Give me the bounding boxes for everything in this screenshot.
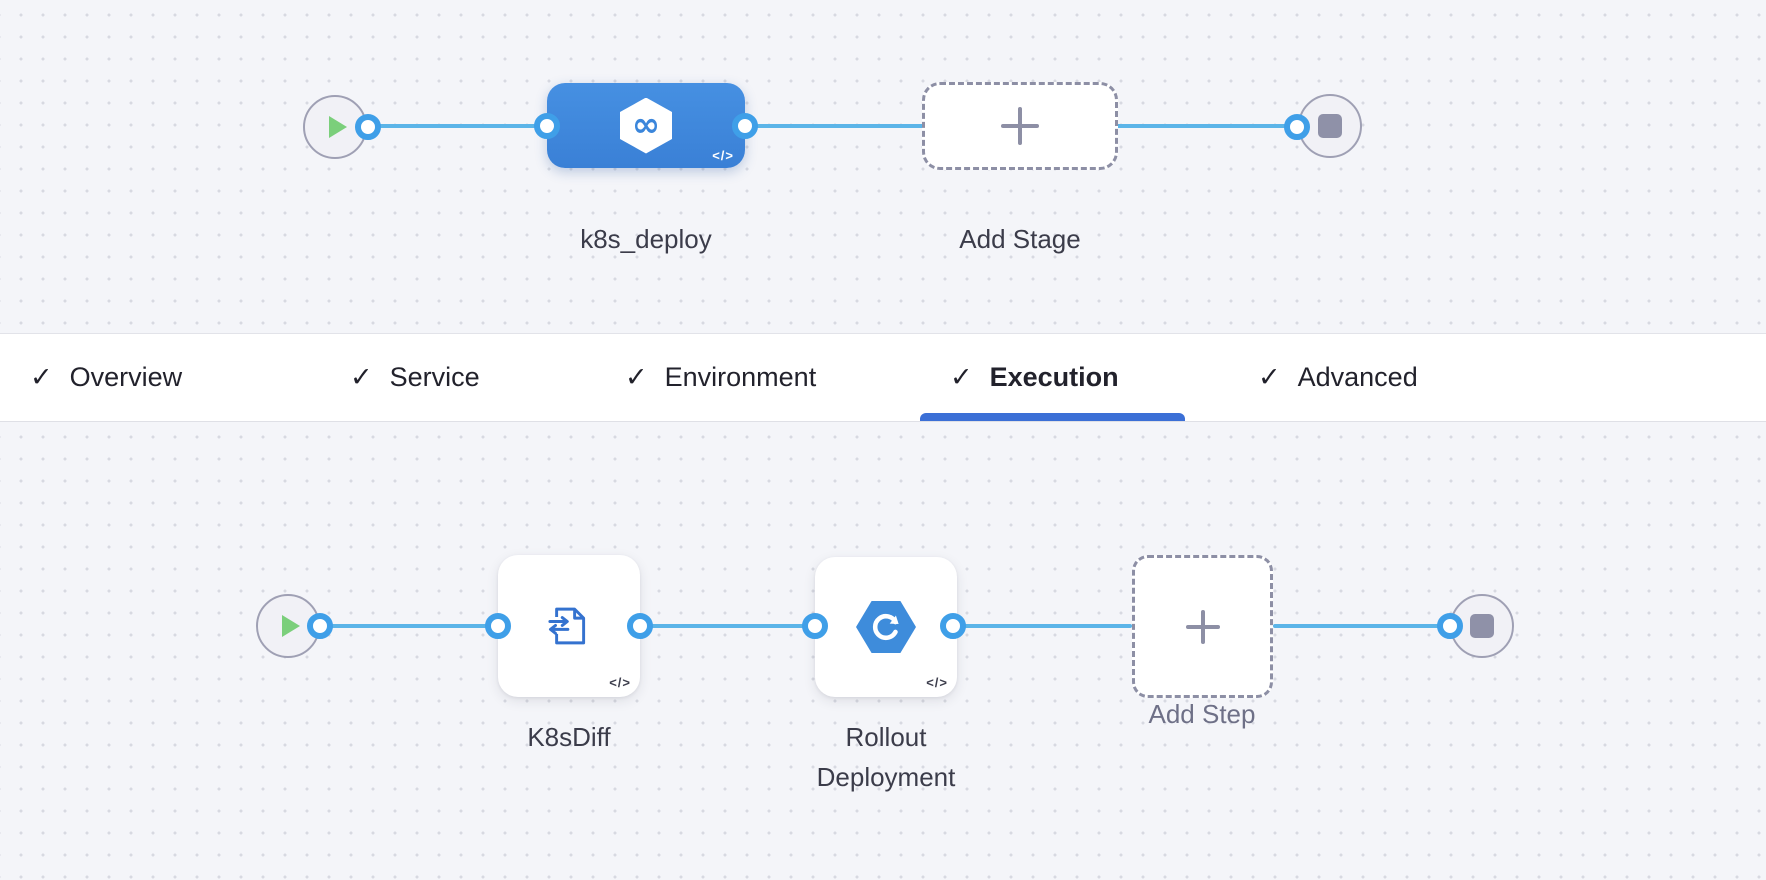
tab-label: Advanced xyxy=(1297,362,1418,392)
tab-environment[interactable]: ✓ Environment xyxy=(625,334,816,421)
stage-name-label: k8s_deploy xyxy=(580,224,712,254)
tab-overview[interactable]: ✓ Overview xyxy=(30,334,182,421)
add-stage-button[interactable] xyxy=(922,82,1118,170)
port-start-out[interactable] xyxy=(355,114,381,140)
port-step1-out[interactable] xyxy=(627,613,653,639)
add-stage-label: Add Stage xyxy=(959,224,1081,254)
infinity-hexagon-icon: ∞ xyxy=(620,97,672,154)
step1-name-label: K8sDiff xyxy=(527,722,611,752)
tab-label: Overview xyxy=(69,362,183,392)
tab-advanced[interactable]: ✓ Advanced xyxy=(1258,334,1418,421)
stage-graph-canvas: ∞ </> k8s_deploy Add Stage xyxy=(0,0,1766,333)
port-stage-out[interactable] xyxy=(732,113,758,139)
tab-label: Environment xyxy=(664,362,817,392)
plus-icon xyxy=(1001,107,1039,145)
play-icon xyxy=(328,116,347,138)
tab-service[interactable]: ✓ Service xyxy=(350,334,480,421)
pipeline-end-node xyxy=(1298,94,1362,158)
port-exec-end-in[interactable] xyxy=(1437,613,1463,639)
document-diff-icon xyxy=(548,607,586,645)
execution-graph-canvas: </> </> K8sDiff Rollout Deployment Add S… xyxy=(0,422,1766,880)
port-step2-in[interactable] xyxy=(802,613,828,639)
infinity-glyph: ∞ xyxy=(631,104,661,145)
step-node-k8sdiff[interactable]: </> xyxy=(498,555,640,697)
step2-name-label: Rollout Deployment xyxy=(816,722,956,792)
step-code-toggle[interactable]: </> xyxy=(609,675,631,690)
step-code-toggle[interactable]: </> xyxy=(926,675,948,690)
link-addstep-to-end xyxy=(1273,624,1450,628)
tab-label: Execution xyxy=(989,362,1119,392)
port-exec-start-out[interactable] xyxy=(307,613,333,639)
plus-icon xyxy=(1186,610,1220,644)
port-step1-in[interactable] xyxy=(485,613,511,639)
tab-label: Service xyxy=(389,362,480,392)
stop-icon xyxy=(1318,114,1342,138)
active-tab-underline xyxy=(920,413,1185,421)
stage-config-tabbar: ✓ Overview ✓ Service ✓ Environment ✓ Exe… xyxy=(0,333,1766,422)
check-icon: ✓ xyxy=(1258,362,1281,393)
port-end-in[interactable] xyxy=(1284,114,1310,140)
check-icon: ✓ xyxy=(625,362,648,393)
check-icon: ✓ xyxy=(30,362,53,393)
play-icon xyxy=(281,615,300,637)
link-start-to-stage xyxy=(368,124,547,128)
pipeline-start-node xyxy=(303,95,367,159)
check-icon: ✓ xyxy=(350,362,373,393)
stage-node-k8s-deploy[interactable]: ∞ </> xyxy=(547,83,745,168)
port-stage-in[interactable] xyxy=(534,113,560,139)
stop-icon xyxy=(1470,614,1494,638)
rollout-circular-arrow-icon xyxy=(856,601,916,653)
port-step2-out[interactable] xyxy=(940,613,966,639)
link-step2-to-addstep xyxy=(953,624,1132,628)
add-step-button[interactable] xyxy=(1132,555,1273,698)
link-step1-to-step2 xyxy=(640,624,815,628)
link-start-to-step1 xyxy=(320,624,498,628)
add-step-label: Add Step xyxy=(1148,699,1256,729)
stage-code-toggle[interactable]: </> xyxy=(712,148,734,163)
check-icon: ✓ xyxy=(950,362,973,393)
step-node-rollout-deployment[interactable]: </> xyxy=(815,557,957,697)
tab-execution[interactable]: ✓ Execution xyxy=(950,334,1119,421)
